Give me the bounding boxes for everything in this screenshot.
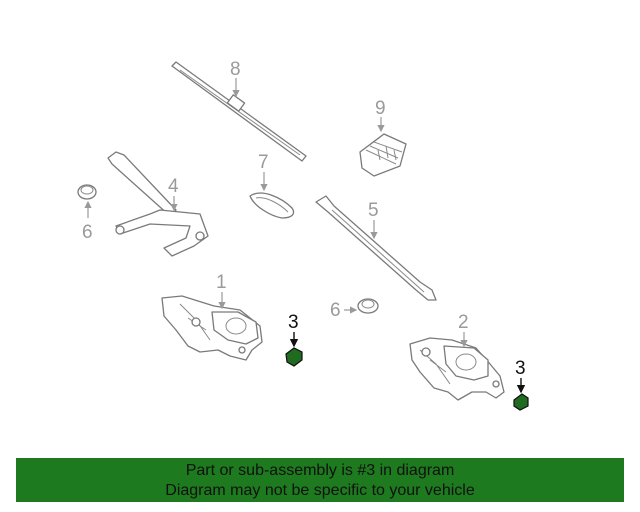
cover-cap-part-7[interactable]	[249, 192, 295, 219]
callout-6-right: 6	[330, 300, 341, 321]
wiper-motor-part-2[interactable]	[409, 337, 505, 401]
callout-1: 1	[216, 272, 227, 293]
highlighted-part-3-left[interactable]	[285, 347, 303, 367]
banner-line-1: Part or sub-assembly is #3 in diagram	[185, 462, 455, 479]
highlighted-part-3-right[interactable]	[513, 393, 529, 411]
wiper-arm-part-5[interactable]	[315, 195, 437, 301]
callout-7: 7	[258, 152, 269, 173]
callout-5: 5	[368, 200, 379, 221]
banner-line-2: Diagram may not be specific to your vehi…	[165, 482, 475, 499]
parts-diagram: 8 9 7 4 6 5 6	[77, 59, 529, 411]
callout-9: 9	[375, 98, 386, 119]
cap-part-6-right[interactable]	[357, 298, 379, 314]
wiper-arm-part-4[interactable]	[107, 151, 209, 257]
callout-8: 8	[230, 59, 241, 80]
info-banner: Part or sub-assembly is #3 in diagram Di…	[16, 458, 624, 502]
callout-2: 2	[458, 312, 469, 333]
callout-3-left: 3	[288, 312, 299, 333]
callout-3-right: 3	[515, 358, 526, 379]
callout-4: 4	[168, 176, 179, 197]
callout-6-left: 6	[82, 222, 93, 243]
wiper-module-part-9[interactable]	[359, 133, 407, 177]
wiper-motor-part-1[interactable]	[161, 295, 263, 361]
cap-part-6-left[interactable]	[77, 184, 97, 200]
wiper-blade-part-8[interactable]	[171, 61, 307, 162]
